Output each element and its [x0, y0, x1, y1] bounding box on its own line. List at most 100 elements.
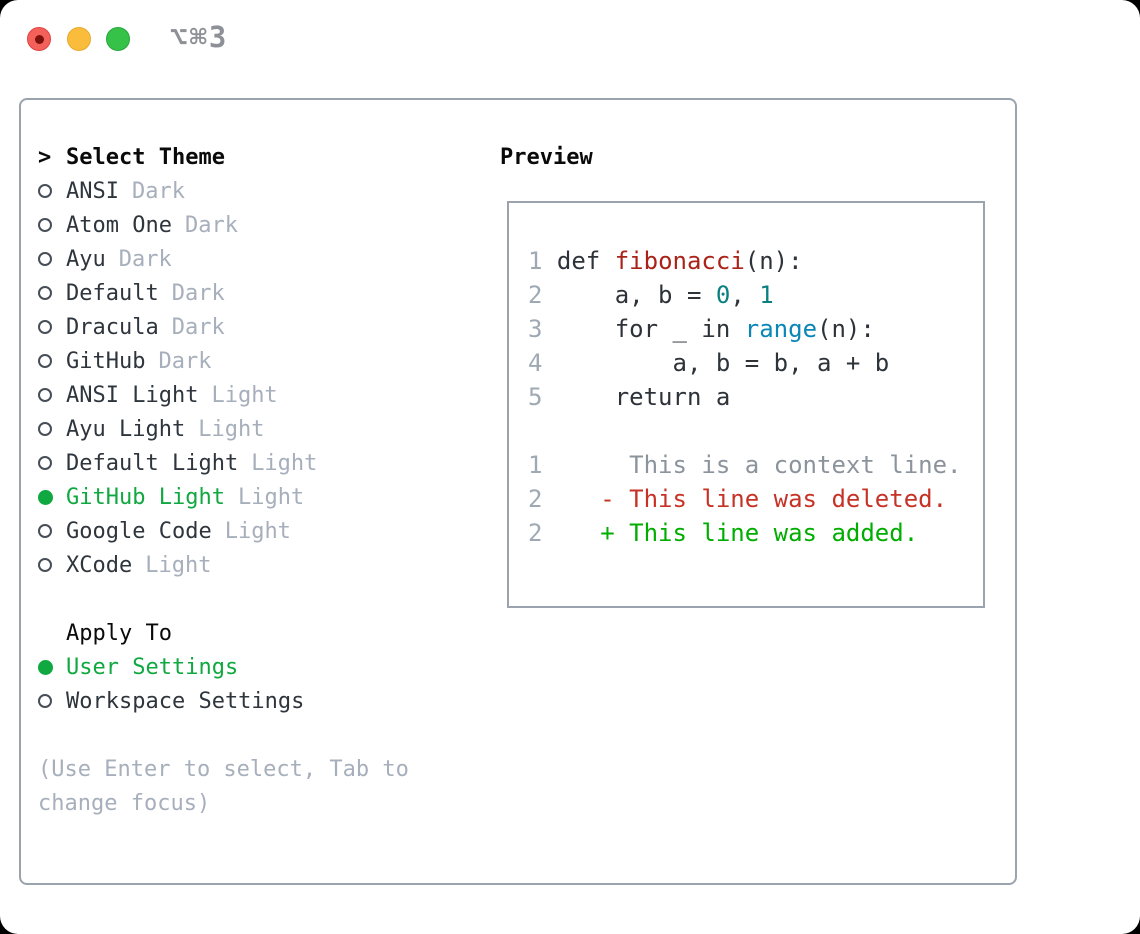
apply-to-option-label: Workspace Settings [66, 688, 305, 714]
code-token-num: 0 [715, 281, 731, 309]
radio-selected-icon [38, 489, 53, 505]
window-title: ⌥⌘3 [170, 20, 229, 54]
code-token-num: 1 [759, 281, 774, 309]
line-number: 2 [528, 281, 557, 309]
theme-variant-badge: Light [237, 484, 305, 510]
radio-selected-icon [38, 659, 53, 675]
diff-line-deleted: 2 - This line was deleted. [528, 482, 983, 516]
code-line: 1 def fibonacci(n): [528, 244, 983, 278]
line-number: 2 [528, 519, 557, 547]
blank-line [528, 414, 983, 448]
radio-mark [38, 252, 66, 266]
radio-unselected-icon [38, 422, 52, 436]
hint-line: change focus) [38, 790, 211, 816]
line-number: 1 [528, 451, 557, 479]
apply-to-option[interactable]: User Settings [38, 650, 409, 684]
apply-to-header: Apply To [66, 620, 172, 646]
theme-option[interactable]: Default Dark [38, 276, 409, 310]
theme-option-label: Google Code [66, 518, 212, 544]
radio-unselected-icon [38, 694, 52, 708]
theme-option-label: GitHub Light [66, 484, 225, 510]
code-token-plain: (n): [744, 247, 803, 275]
code-token-plain: _ [658, 315, 702, 343]
code-token-kw: return [614, 383, 702, 411]
theme-variant-badge: Light [224, 518, 291, 544]
apply-to-option[interactable]: Workspace Settings [38, 684, 409, 718]
unsaved-changes-dot [34, 34, 44, 44]
minimize-button[interactable] [67, 27, 91, 51]
diff-line-added: 2 + This line was added. [528, 516, 983, 550]
code-token-builtin: range [744, 315, 818, 343]
diff-text: - This line was deleted. [556, 485, 948, 513]
gap [38, 718, 409, 752]
code-token-plain [557, 383, 615, 411]
theme-option[interactable]: ANSI Dark [38, 174, 409, 208]
radio-unselected-icon [38, 354, 52, 368]
code-line: 4 a, b = b, a + b [528, 346, 983, 380]
radio-unselected-icon [38, 286, 52, 300]
theme-option-label: Default [66, 280, 159, 306]
code-token-plain [600, 247, 614, 275]
theme-variant-badge: Dark [131, 178, 185, 204]
radio-unselected-icon [38, 218, 52, 232]
radio-unselected-icon [38, 388, 52, 402]
code-token-plain [730, 315, 744, 343]
theme-option[interactable]: GitHub Dark [38, 344, 409, 378]
radio-mark [38, 694, 66, 708]
theme-option-label: GitHub [66, 348, 146, 374]
theme-variant-badge: Dark [171, 280, 225, 306]
code-token-kw: def [556, 247, 601, 275]
theme-option-label: ANSI [66, 178, 119, 204]
theme-option-label: Ayu Light [66, 416, 186, 442]
radio-mark [38, 422, 66, 436]
theme-option[interactable]: Default Light Light [38, 446, 409, 480]
radio-mark [38, 489, 66, 505]
select-theme-header-row: > Select Theme [38, 140, 409, 174]
theme-variant-badge: Light [211, 382, 278, 408]
radio-mark [38, 286, 66, 300]
code-token-plain: a, b = [556, 281, 716, 309]
code-token-plain: , [730, 281, 760, 309]
code-token-plain [557, 315, 615, 343]
code-token-kw: in [701, 315, 731, 343]
preview-header: Preview [500, 144, 593, 170]
line-number: 3 [528, 315, 557, 343]
code-line: 2 a, b = 0, 1 [528, 278, 983, 312]
theme-option-label: Dracula [66, 314, 159, 340]
radio-unselected-icon [38, 320, 52, 334]
theme-variant-badge: Dark [158, 348, 212, 374]
theme-option[interactable]: GitHub Light Light [38, 480, 409, 514]
theme-variant-badge: Dark [171, 314, 225, 340]
close-button[interactable] [27, 27, 51, 51]
radio-unselected-icon [38, 456, 52, 470]
gap [38, 582, 409, 616]
radio-unselected-icon [38, 558, 52, 572]
theme-option-label: ANSI Light [66, 382, 199, 408]
theme-option-label: Default Light [66, 450, 239, 476]
code-token-plain: a, b = b, a + b [556, 349, 890, 377]
theme-option-label: Ayu [66, 246, 106, 272]
code-token-kw: for [614, 315, 659, 343]
titlebar: ⌥⌘3 [0, 0, 1140, 76]
prompt-marker: > [38, 144, 52, 170]
maximize-button[interactable] [106, 27, 130, 51]
theme-option[interactable]: ANSI Light Light [38, 378, 409, 412]
line-number: 4 [528, 349, 557, 377]
theme-option[interactable]: Dracula Dark [38, 310, 409, 344]
theme-variant-badge: Dark [184, 212, 238, 238]
radio-mark [38, 320, 66, 334]
theme-variant-badge: Light [251, 450, 318, 476]
theme-option-label: XCode [66, 552, 133, 578]
radio-mark [38, 558, 66, 572]
theme-option[interactable]: Google Code Light [38, 514, 409, 548]
